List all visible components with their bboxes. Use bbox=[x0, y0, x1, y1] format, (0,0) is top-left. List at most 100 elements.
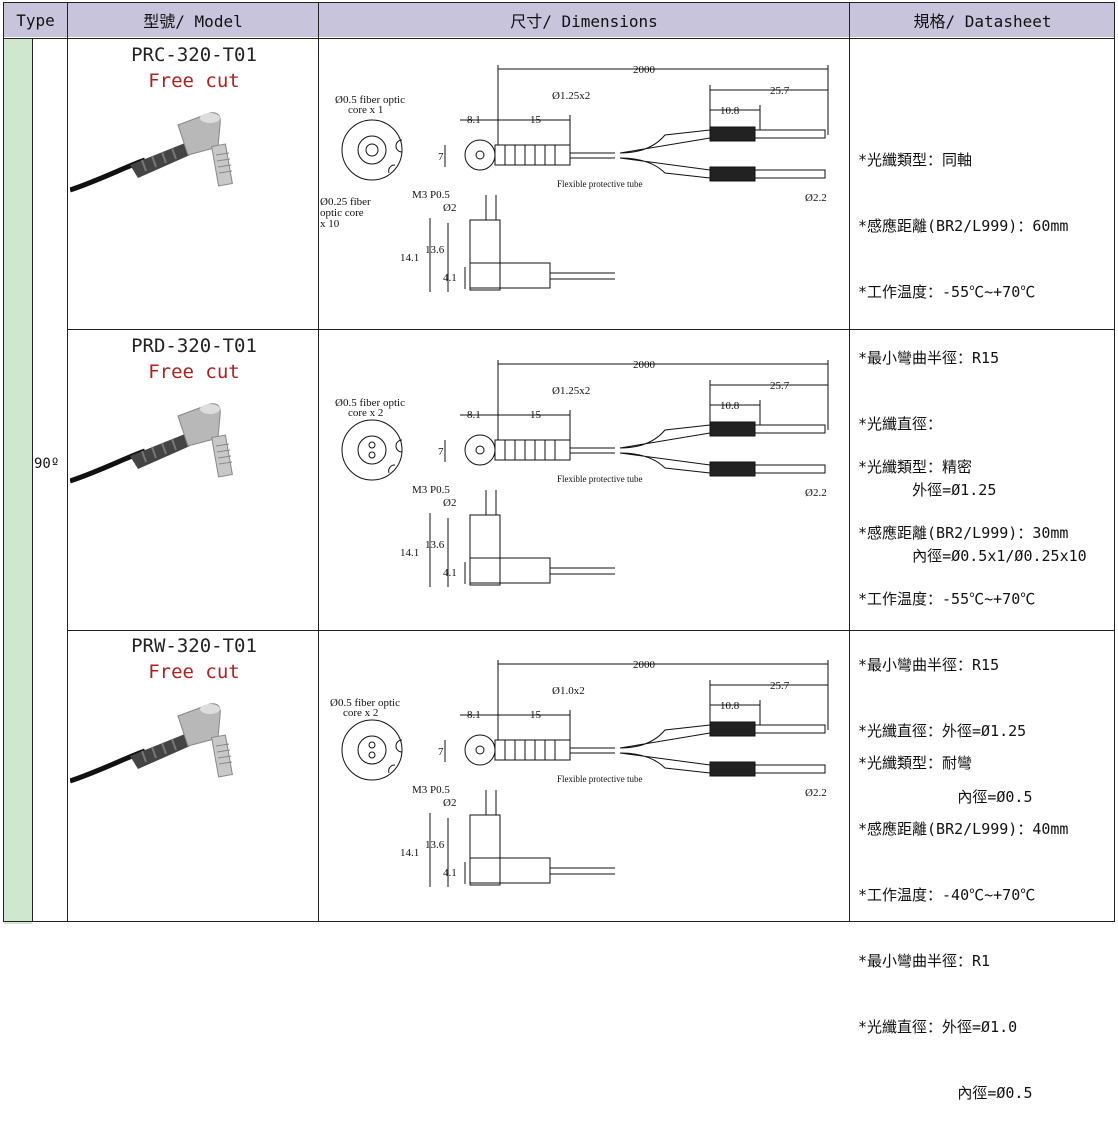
spec-line: *工作温度：-55℃~+70℃ bbox=[858, 283, 1036, 301]
dim-head-width: 8.1 bbox=[467, 709, 481, 721]
header-type: Type bbox=[4, 3, 67, 37]
table-border-bottom bbox=[3, 921, 1115, 922]
core-label-b3: x 10 bbox=[320, 218, 340, 230]
dim-head-height: 7 bbox=[438, 746, 444, 758]
model-cut-note: Free cut bbox=[148, 661, 240, 683]
spec-line: *光纖直徑： bbox=[858, 415, 943, 433]
pin-dia-label: Ø2 bbox=[443, 202, 456, 214]
spec-line: *感應距離(BR2/L999)：30mm bbox=[858, 524, 1069, 542]
core-label-a2: core x 2 bbox=[343, 707, 378, 719]
col-line-2 bbox=[318, 2, 319, 922]
model-name: PRW-320-T01 bbox=[131, 635, 257, 657]
height-label-1: 14.1 bbox=[400, 547, 419, 559]
spec-line: *工作温度：-55℃~+70℃ bbox=[858, 590, 1036, 608]
thread-label: M3 P0.5 bbox=[412, 189, 450, 201]
row-divider-1 bbox=[68, 329, 1115, 330]
dim-end-length: 25.7 bbox=[770, 680, 790, 692]
type-color-band bbox=[4, 38, 32, 924]
col-line-4 bbox=[1114, 2, 1115, 922]
pin-dia-label: Ø2 bbox=[443, 797, 456, 809]
height-label-3: 4.1 bbox=[443, 567, 457, 579]
model-cut-note: Free cut bbox=[148, 70, 240, 92]
model-name: PRD-320-T01 bbox=[131, 335, 257, 357]
dim-head-height: 7 bbox=[438, 151, 444, 163]
spec-line: 外徑=Ø1.25 bbox=[858, 481, 997, 499]
dim-tube-label: Flexible protective tube bbox=[557, 774, 642, 784]
dimension-drawing: 2000 25.7 10.8 Ø1.25x2 8.1 15 7 Flexible… bbox=[335, 359, 829, 587]
dim-length: 2000 bbox=[633, 64, 656, 76]
product-photo bbox=[70, 703, 233, 784]
spec-line: *光纖類型：耐彎 bbox=[858, 754, 973, 772]
product-photo bbox=[70, 112, 233, 193]
header-bottom-line bbox=[3, 38, 1115, 39]
spec-line: 內徑=Ø0.5x1/Ø0.25x10 bbox=[858, 547, 1087, 565]
col-line-3 bbox=[849, 2, 850, 922]
dim-length: 2000 bbox=[633, 359, 656, 371]
height-label-2: 13.6 bbox=[425, 539, 445, 551]
dim-fiber-dia: Ø1.25x2 bbox=[552, 385, 590, 397]
height-label-3: 4.1 bbox=[443, 272, 457, 284]
core-label-a: Ø0.5 fiber optic bbox=[335, 397, 405, 409]
dim-fiber-dia: Ø1.25x2 bbox=[552, 90, 590, 102]
dim-tube-length: 15 bbox=[530, 114, 542, 126]
core-label-b: Ø0.25 fiber bbox=[320, 196, 371, 208]
header-dimensions: 尺寸/ Dimensions bbox=[319, 3, 849, 37]
core-label-a: Ø0.5 fiber optic bbox=[330, 697, 400, 709]
dim-sleeve-length: 10.8 bbox=[720, 400, 740, 412]
header-datasheet: 規格/ Datasheet bbox=[850, 3, 1115, 37]
col-line-0 bbox=[3, 2, 4, 922]
core-label-a2: core x 1 bbox=[348, 104, 383, 116]
height-label-3: 4.1 bbox=[443, 867, 457, 879]
dim-length: 2000 bbox=[633, 659, 656, 671]
spec-line: *最小彎曲半徑：R15 bbox=[858, 349, 1000, 367]
thread-label: M3 P0.5 bbox=[412, 484, 450, 496]
product-photo bbox=[70, 403, 233, 484]
spec-list: *光纖類型：同軸 *感應距離(BR2/L999)：60mm *工作温度：-55℃… bbox=[858, 105, 1113, 611]
spec-line: *工作温度：-40℃~+70℃ bbox=[858, 886, 1036, 904]
model-cut-note: Free cut bbox=[148, 361, 240, 383]
spec-list: *光纖類型：耐彎 *感應距離(BR2/L999)：40mm *工作温度：-40℃… bbox=[858, 708, 1113, 1148]
dim-end-dia: Ø2.2 bbox=[805, 192, 827, 204]
height-label-1: 14.1 bbox=[400, 847, 419, 859]
dim-end-dia: Ø2.2 bbox=[805, 487, 827, 499]
header-model: 型號/ Model bbox=[68, 3, 318, 37]
spec-line: *感應距離(BR2/L999)：40mm bbox=[858, 820, 1069, 838]
dim-tube-label: Flexible protective tube bbox=[557, 179, 642, 189]
dim-head-width: 8.1 bbox=[467, 114, 481, 126]
dimension-drawing: 2000 25.7 10.8 Ø1.0x2 8.1 15 7 Flexible … bbox=[330, 659, 829, 887]
dim-head-width: 8.1 bbox=[467, 409, 481, 421]
model-name: PRC-320-T01 bbox=[131, 44, 257, 66]
core-label-b2: optic core bbox=[320, 207, 364, 219]
dim-sleeve-length: 10.8 bbox=[720, 700, 740, 712]
spec-line: *光纖直徑：外徑=Ø1.25 bbox=[858, 722, 1027, 740]
dim-end-dia: Ø2.2 bbox=[805, 787, 827, 799]
row-divider-2 bbox=[68, 630, 1115, 631]
dim-tube-length: 15 bbox=[530, 409, 542, 421]
spec-line: *光纖直徑：外徑=Ø1.0 bbox=[858, 1018, 1018, 1036]
type-angle: 90º bbox=[34, 456, 60, 472]
dim-tube-label: Flexible protective tube bbox=[557, 474, 642, 484]
spec-list: *光纖類型：精密 *感應距離(BR2/L999)：30mm *工作温度：-55℃… bbox=[858, 412, 1113, 852]
table-border-top bbox=[3, 2, 1115, 3]
dim-fiber-dia: Ø1.0x2 bbox=[552, 685, 585, 697]
spec-line: *光纖類型：精密 bbox=[858, 458, 973, 476]
pin-dia-label: Ø2 bbox=[443, 497, 456, 509]
spec-table: Type 型號/ Model 尺寸/ Dimensions 規格/ Datash… bbox=[3, 2, 1115, 1102]
height-label-2: 13.6 bbox=[425, 244, 445, 256]
spec-line: *最小彎曲半徑：R15 bbox=[858, 656, 1000, 674]
spec-line: 內徑=Ø0.5 bbox=[858, 788, 1033, 806]
dimension-drawing: 2000 25.7 10.8 Ø1.25x2 8.1 15 7 Flexible… bbox=[320, 64, 829, 292]
spec-line: 內徑=Ø0.5 bbox=[858, 1084, 1033, 1102]
dim-end-length: 25.7 bbox=[770, 380, 790, 392]
col-line-green bbox=[32, 38, 33, 922]
spec-line: *感應距離(BR2/L999)：60mm bbox=[858, 217, 1069, 235]
col-line-1 bbox=[67, 2, 68, 922]
dim-end-length: 25.7 bbox=[770, 85, 790, 97]
height-label-2: 13.6 bbox=[425, 839, 445, 851]
core-label-a2: core x 2 bbox=[348, 407, 383, 419]
dim-head-height: 7 bbox=[438, 446, 444, 458]
thread-label: M3 P0.5 bbox=[412, 784, 450, 796]
core-label-a: Ø0.5 fiber optic bbox=[335, 94, 405, 106]
spec-line: *最小彎曲半徑：R1 bbox=[858, 952, 991, 970]
dim-sleeve-length: 10.8 bbox=[720, 105, 740, 117]
